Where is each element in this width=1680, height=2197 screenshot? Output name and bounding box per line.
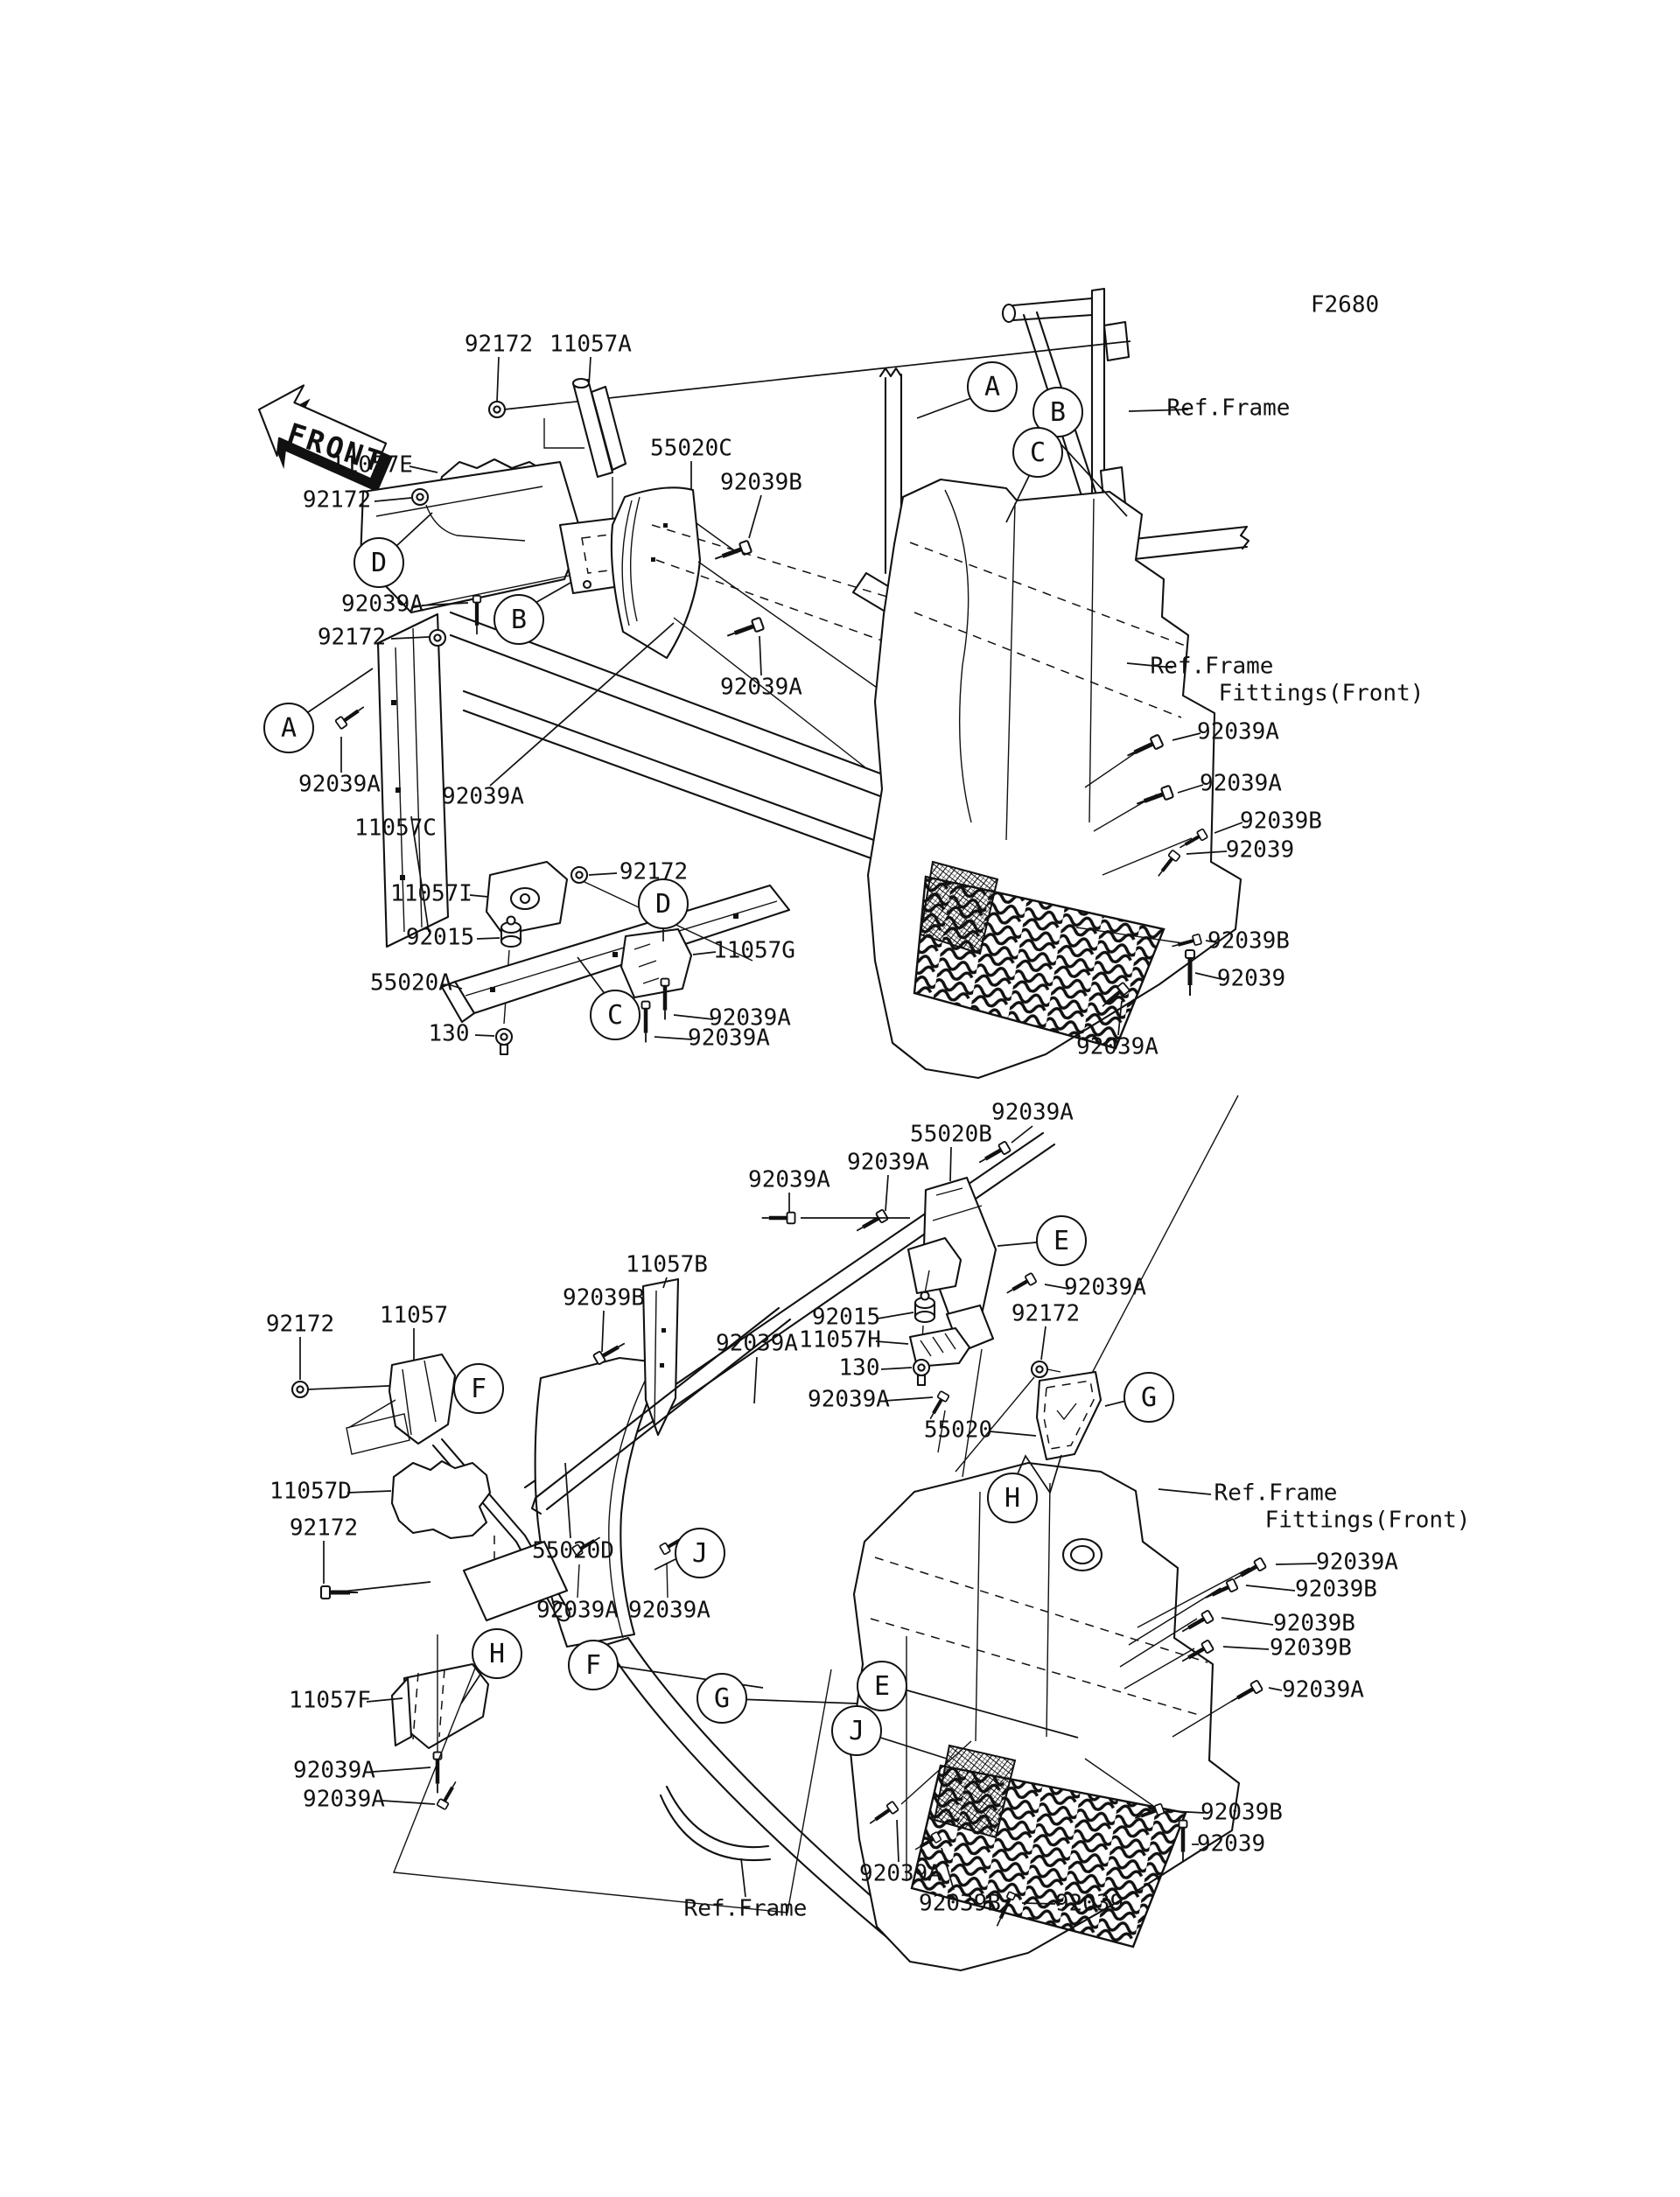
part-label: 92039B: [1200, 1799, 1283, 1826]
part-label: 92039A: [709, 1004, 791, 1032]
part-label: 92039B: [1240, 808, 1322, 835]
part-label: 92039: [1054, 1890, 1124, 1917]
part-label: 130: [838, 1354, 880, 1382]
part-label: 92039A: [1282, 1676, 1364, 1704]
part-label: 92039A: [628, 1597, 710, 1624]
part-11057H-55020: [908, 1270, 1102, 1473]
part-label: 92039B: [1208, 927, 1290, 955]
part-label: 92172: [317, 624, 387, 651]
part-label: 92039A: [442, 783, 524, 810]
part-label: 11057G: [713, 937, 795, 964]
part-label: 92172: [265, 1311, 335, 1338]
part-label: 11057F: [289, 1687, 371, 1714]
part-label: 55020D: [532, 1537, 614, 1564]
callout-circle: E: [1036, 1215, 1087, 1266]
part-label: 92015: [405, 924, 475, 951]
part-label: 92172: [289, 1515, 359, 1542]
part-label: 55020A: [370, 969, 452, 997]
part-label: 92172: [302, 486, 372, 514]
floor-pan-front: [866, 478, 1242, 1080]
part-55020C: [610, 486, 911, 769]
leader-lines-top: [307, 356, 1243, 1040]
part-11057I-55020A: [440, 860, 791, 1056]
part-label: 92039B: [1295, 1576, 1377, 1603]
part-label: 92039: [1225, 836, 1295, 864]
part-label: 11057E: [331, 451, 413, 479]
part-label: 92039A: [991, 1099, 1074, 1126]
part-label: Fittings(Front): [1218, 680, 1424, 707]
part-label: 11057B: [626, 1251, 708, 1278]
part-label: Ref.Frame: [1214, 1480, 1338, 1507]
part-label: 92172: [464, 331, 534, 358]
part-label: 92015: [811, 1304, 881, 1331]
callout-circle: B: [494, 594, 544, 645]
callout-circle: E: [857, 1661, 907, 1711]
callout-circle: C: [590, 990, 640, 1040]
part-11057-left: [290, 1353, 570, 1809]
callout-circle: F: [453, 1363, 504, 1414]
part-55020D: [530, 1306, 792, 1599]
part-label: 92039A: [1197, 718, 1279, 745]
part-11057C: [335, 596, 933, 948]
part-label: 92039A: [303, 1786, 385, 1813]
front-arrow-icon: FRONT: [257, 384, 393, 493]
part-label: 92039A: [298, 771, 381, 798]
part-label: Fittings(Front): [1264, 1507, 1471, 1534]
part-label: 92039A: [688, 1025, 770, 1052]
figure-code: F2680: [1310, 291, 1380, 318]
callout-circle: J: [675, 1528, 725, 1578]
part-label: 11057I: [390, 880, 472, 907]
callout-circle: C: [1012, 427, 1063, 478]
part-label: Ref.Frame: [1150, 653, 1274, 680]
callout-circle: D: [354, 537, 404, 588]
part-label: 92039A: [808, 1386, 890, 1413]
part-label: 92039A: [1200, 770, 1282, 797]
leader-lines-bottom: [299, 1125, 1318, 1905]
part-label: 92039A: [1076, 1033, 1158, 1060]
callout-circle: J: [831, 1705, 882, 1756]
part-label: 11057A: [550, 331, 632, 358]
part-label: 92039: [1216, 965, 1286, 992]
part-label: 92039A: [748, 1166, 830, 1193]
part-label: 92039A: [536, 1597, 619, 1624]
part-label: 92039A: [1064, 1274, 1146, 1301]
part-label: 92039B: [1270, 1634, 1352, 1662]
part-label: 92039A: [847, 1149, 929, 1176]
callout-circle: H: [987, 1473, 1038, 1523]
part-label: 92039A: [341, 591, 424, 618]
part-label: 55020C: [650, 435, 732, 462]
part-label: 92172: [1011, 1300, 1081, 1327]
part-label: 11057H: [799, 1326, 881, 1354]
callout-circle: G: [696, 1673, 747, 1724]
part-label: 92039B: [919, 1890, 1001, 1917]
part-label: 92039A: [859, 1860, 942, 1887]
callout-circle: A: [967, 361, 1018, 412]
callout-circle: A: [263, 703, 314, 753]
part-label: 130: [428, 1020, 470, 1047]
callout-circle: F: [568, 1640, 619, 1690]
part-label: 92039B: [720, 469, 802, 496]
part-label: 55020: [923, 1417, 993, 1444]
part-label: 11057D: [270, 1478, 352, 1505]
part-label: 92039B: [1273, 1610, 1355, 1637]
floor-pan-front-lower: [849, 1461, 1266, 1972]
callout-circle: H: [472, 1628, 522, 1679]
part-11057A: [487, 340, 1131, 544]
part-label: 92039: [1196, 1830, 1266, 1858]
part-11057B: [534, 1277, 680, 1648]
part-label: 92039A: [716, 1330, 798, 1357]
part-label: 92039A: [293, 1757, 375, 1784]
part-label: 55020B: [910, 1121, 992, 1148]
part-label: 92039B: [563, 1284, 645, 1312]
part-label: Ref.Frame: [1166, 395, 1291, 422]
part-label: 92039A: [720, 674, 802, 701]
callout-circle: G: [1124, 1372, 1174, 1423]
part-label: Ref.Frame: [683, 1895, 808, 1922]
callout-circle: D: [638, 878, 689, 929]
part-label: 11057C: [354, 815, 437, 842]
part-label: 11057: [379, 1302, 449, 1329]
part-label: 92039A: [1316, 1549, 1398, 1576]
